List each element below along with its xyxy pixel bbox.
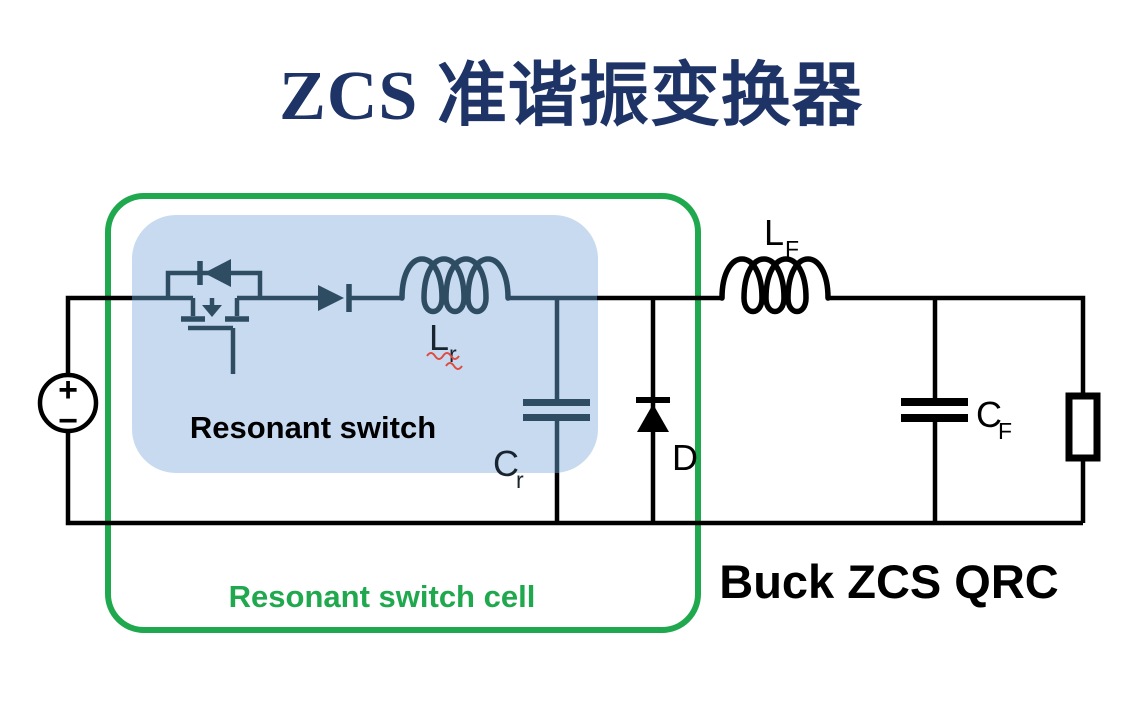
- black-wiring: [65, 295, 1086, 526]
- capacitor-plate-icon: [901, 414, 968, 422]
- resonant-switch-wiring: [132, 295, 597, 473]
- filter-capacitor: C F: [901, 394, 1012, 444]
- cf-label: C: [976, 394, 1002, 435]
- mosfet-body-arrow-icon: [202, 305, 222, 317]
- resonant-inductor: L r: [399, 256, 511, 370]
- capacitor-plate-icon: [901, 398, 968, 406]
- lf-label-sub: F: [785, 236, 799, 262]
- resonant-switch-cell-label: Resonant switch cell: [229, 579, 536, 614]
- circuit-caption: Buck ZCS QRC: [719, 555, 1059, 608]
- voltage-source: + −: [37, 371, 99, 440]
- freewheeling-diode: D: [636, 397, 698, 478]
- spellcheck-underline-l: [426, 352, 460, 360]
- spellcheck-underline-r: [445, 362, 463, 370]
- wire-bottom-rail: [65, 431, 1083, 526]
- capacitor-plate-icon: [523, 414, 590, 421]
- voltage-source-circle: [37, 372, 99, 434]
- wire-input-top: [65, 295, 132, 375]
- plus-sign: +: [58, 371, 78, 409]
- mosfet-switch: [165, 259, 263, 374]
- resonant-capacitor: C r: [493, 399, 590, 493]
- antiparallel-diode-icon: [204, 259, 231, 287]
- filter-inductor: L F: [719, 212, 831, 315]
- page-title: ZCS 准谐振变换器: [279, 58, 863, 135]
- lf-label: L: [764, 212, 784, 253]
- resonant-switch-cell-box: [105, 193, 701, 633]
- load-resistor-icon: [1065, 392, 1101, 462]
- diode-icon: [637, 404, 669, 432]
- lr-label: L: [429, 317, 449, 358]
- cf-label-sub: F: [998, 418, 1012, 444]
- minus-sign: −: [58, 402, 78, 440]
- wire-top-right: [828, 295, 1086, 396]
- inductor-coil-icon: [719, 256, 831, 315]
- d-label: D: [672, 437, 698, 478]
- cr-label: C: [493, 443, 519, 484]
- series-diode: [318, 284, 352, 312]
- diode-bar: [636, 397, 670, 403]
- resonant-switch-label: Resonant switch: [190, 410, 436, 445]
- inductor-coil-icon: [399, 256, 511, 315]
- capacitor-plate-icon: [523, 399, 590, 406]
- cr-label-sub: r: [516, 467, 524, 493]
- lr-label-sub: r: [449, 341, 457, 367]
- series-diode-icon: [318, 285, 344, 311]
